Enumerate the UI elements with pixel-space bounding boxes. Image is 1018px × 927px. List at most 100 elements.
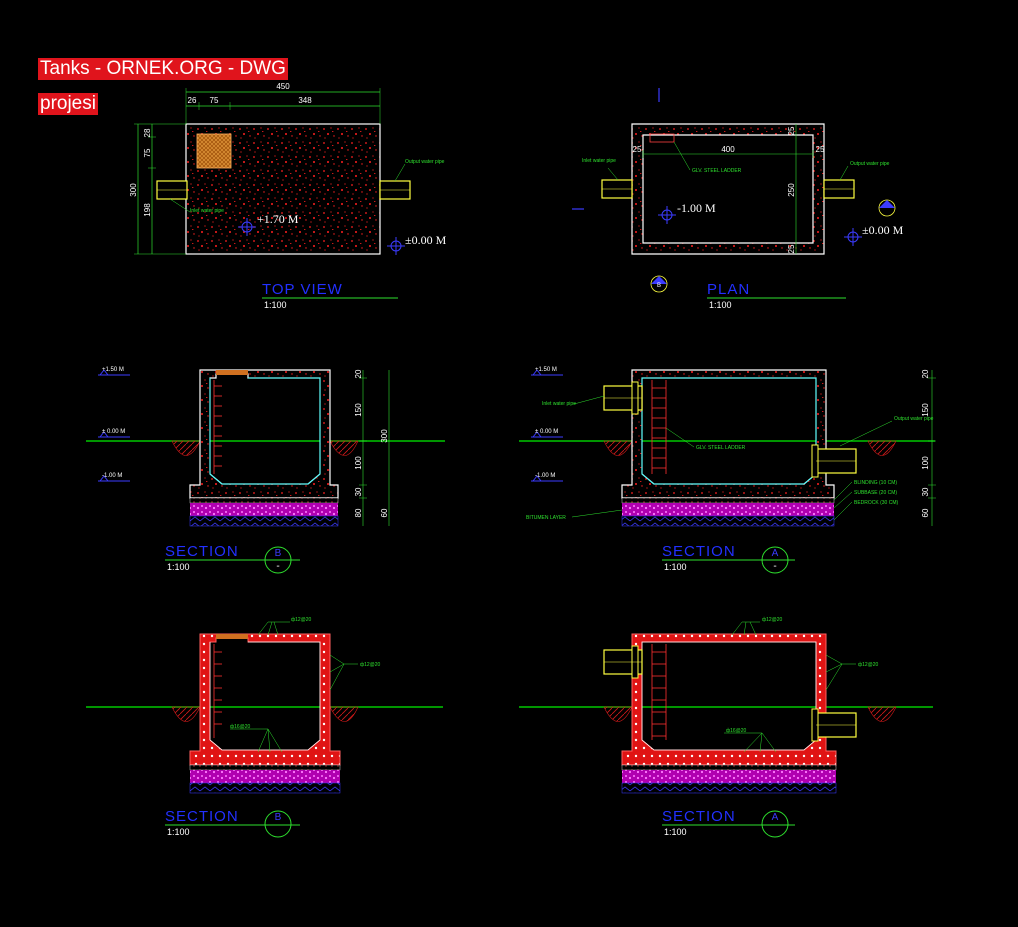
- top-dim-overall: 450: [276, 82, 290, 91]
- section-a-layer-1: BLINDING (10 CM): [854, 480, 897, 486]
- section-a-layer-2: SUBBASE (20 CM): [854, 490, 897, 496]
- rebar-a-inlet-pipe: [603, 645, 643, 679]
- section-a-level-ground: ± 0.00 M: [535, 429, 558, 435]
- plan-level-floor: -1.00 M: [677, 201, 716, 215]
- plan-ladder-note: GLV. STEEL LADDER: [692, 168, 742, 174]
- section-b-dim-total: 300: [380, 429, 389, 443]
- section-a-dim-5: 60: [921, 508, 930, 517]
- section-b-dim-base: 60: [380, 508, 389, 517]
- section-b-symbol: B -: [264, 546, 292, 574]
- plan-level-ground: ±0.00 M: [862, 223, 904, 237]
- section-b-symbol-sign: -: [276, 561, 279, 572]
- rebar-b-symbol-label: B: [275, 812, 282, 823]
- rebar-b-top-bar: ф12@20: [291, 617, 312, 623]
- rebar-a-bottom-bar: ф16@20: [726, 728, 747, 734]
- section-b-title: SECTION: [165, 543, 239, 560]
- section-a-level-top: +1.50 M: [535, 367, 557, 373]
- plan-level-symbol-floor: [658, 206, 676, 224]
- rebar-b-scale: 1:100: [167, 827, 190, 837]
- plan-level-symbol-ground: [844, 228, 862, 246]
- section-b-level-ground: ± 0.00 M: [102, 429, 125, 435]
- plan-dim-wall-r: 25: [816, 145, 825, 154]
- plan-section-b-label: B: [657, 283, 661, 289]
- rebar-b-side-bar: ф12@20: [360, 662, 381, 668]
- section-a-outlet-pipe: [811, 444, 857, 478]
- section-b-symbol-label: B: [275, 548, 282, 559]
- section-a-symbol-sign: -: [773, 561, 776, 572]
- section-a-ladder-note: GLV. STEEL LADDER: [696, 445, 746, 451]
- plan-walls: [631, 123, 825, 255]
- rebar-a-top-bar: ф12@20: [762, 617, 783, 623]
- plan-dim-width: 250: [787, 183, 796, 197]
- plan-scale: 1:100: [709, 300, 732, 310]
- rebar-section-a: ф12@20 ф12@20 ф16@20 SECTION 1:100 A: [519, 617, 933, 838]
- section-a-symbol: A -: [761, 546, 789, 574]
- section-a-dim-1: 20: [921, 369, 930, 378]
- rebar-a-body: [621, 633, 837, 766]
- plan-view: 400 250 25 25 25 25 GLV. STEEL LADDER In…: [572, 88, 904, 310]
- rebar-a-side-bar: ф12@20: [858, 662, 879, 668]
- top-dim-c: 348: [298, 96, 312, 105]
- top-view-title: TOP VIEW: [262, 281, 343, 298]
- top-dim-a: 26: [188, 96, 197, 105]
- section-a-ladder: [651, 380, 667, 474]
- rebar-a-scale: 1:100: [664, 827, 687, 837]
- section-a-symbol-label: A: [772, 548, 779, 559]
- section-a-dim-2: 150: [921, 403, 930, 417]
- top-dim-v2: 75: [143, 148, 152, 157]
- section-a-level-bottom: -1.00 M: [535, 473, 555, 479]
- rebar-b-bottom-bar: ф16@20: [230, 724, 251, 730]
- rebar-section-b: ф12@20 ф12@20 ф16@20 SECTION 1:100 B: [86, 617, 443, 838]
- section-a-layer-3: BEDROCK (30 CM): [854, 500, 899, 506]
- rebar-a-symbol-label: A: [772, 812, 779, 823]
- title-line-1: Tanks - ORNEK.ORG - DWG: [38, 58, 288, 80]
- section-a-outlet-note: Output water pipe: [894, 416, 934, 422]
- section-marker-b: B: [650, 275, 668, 293]
- title-line-2: projesi: [38, 93, 98, 115]
- top-inlet-note: Inlet water pipe: [190, 208, 224, 214]
- plan-ladder: [649, 133, 675, 143]
- section-b-level-bottom: -1.00 M: [102, 473, 122, 479]
- top-dim-v3: 300: [129, 183, 138, 197]
- plan-dim-wall: 25: [633, 145, 642, 154]
- section-a-title: SECTION: [662, 543, 736, 560]
- section-a-dim-4: 30: [921, 487, 930, 496]
- section-a-inlet-pipe: [603, 381, 643, 415]
- rebar-b-title: SECTION: [165, 808, 239, 825]
- plan-inlet-note: Inlet water pipe: [582, 158, 616, 164]
- section-a-inlet-note: Inlet water pipe: [542, 401, 576, 407]
- plan-dim-t1: 25: [787, 126, 796, 135]
- top-dim-v1: 28: [143, 128, 152, 137]
- top-level-top: +1.70 M: [257, 212, 299, 226]
- section-b-dim-1: 20: [354, 369, 363, 378]
- rebar-b-symbol: B: [264, 810, 292, 838]
- section-b-body: [189, 369, 339, 499]
- level-symbol-ground: [387, 237, 405, 255]
- rebar-a-title: SECTION: [662, 808, 736, 825]
- plan-dim-length: 400: [721, 145, 735, 154]
- section-a-scale: 1:100: [664, 562, 687, 572]
- manhole-grate: [196, 133, 232, 169]
- top-level-ground: ±0.00 M: [405, 233, 447, 247]
- top-view-scale: 1:100: [264, 300, 287, 310]
- section-b-scale: 1:100: [167, 562, 190, 572]
- section-b-level-top: +1.50 M: [102, 367, 124, 373]
- rebar-a-outlet-pipe: [811, 708, 857, 742]
- plan-title: PLAN: [707, 281, 750, 298]
- plan-outlet-note: Output water pipe: [850, 161, 890, 167]
- top-outlet-note: Output water pipe: [405, 159, 445, 165]
- section-b: +1.50 M ± 0.00 M -1.00 M 20 150 100 30 8…: [86, 367, 445, 574]
- section-a-level-marks: [531, 369, 563, 482]
- top-dim-b: 75: [210, 96, 219, 105]
- rebar-a-symbol: A: [761, 810, 789, 838]
- section-b-dim-3: 100: [354, 456, 363, 470]
- level-symbol-top: [238, 218, 256, 236]
- section-a: +1.50 M ± 0.00 M -1.00 M Inlet water pip…: [519, 367, 936, 574]
- plan-dim-t2: 25: [787, 244, 796, 253]
- section-b-ladder: [213, 380, 222, 474]
- section-marker-a: [878, 199, 896, 217]
- section-b-dim-2: 150: [354, 403, 363, 417]
- top-view: 450 26 75 348 28 75 300 198 +1.70 M ±0.0…: [129, 82, 447, 310]
- section-b-level-marks: [98, 369, 130, 482]
